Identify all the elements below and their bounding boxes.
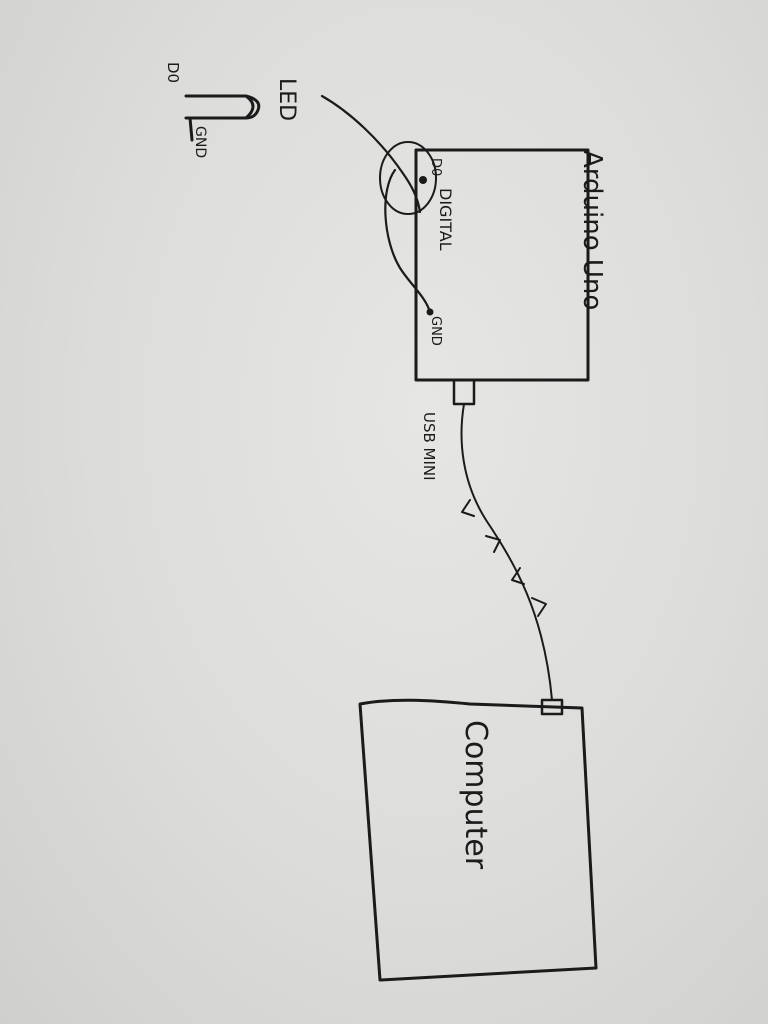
arduino-title: Arduino Uno [577,150,607,310]
arrow-3 [511,567,525,585]
led-label: LED [274,78,299,121]
usb-cable-label: USB MINI [420,412,438,481]
usb-port [452,378,476,406]
gnd-pin-dot [426,308,434,316]
led-gnd-label: GND [192,126,208,158]
computer-title: Computer [458,720,493,870]
usb-cable [460,403,553,701]
d0-pin-dot [419,176,427,184]
arduino-digital-label: DIGITAL [436,188,455,251]
arrow-2 [485,535,501,553]
pin-highlight-circle [379,141,437,215]
gnd-wire [384,168,432,314]
led-body [184,94,255,120]
led-d0-label: D0 [164,62,182,83]
d0-wire [320,94,422,214]
led-component [184,94,261,142]
computer-box [358,698,598,982]
arduino-board [414,148,590,382]
led-lead [188,116,194,142]
arduino-d0-label: D0 [428,158,443,176]
arrow-4 [531,597,547,617]
arduino-gnd-label: GND [428,316,443,346]
led-dome [244,94,261,120]
arrow-1 [461,499,475,517]
